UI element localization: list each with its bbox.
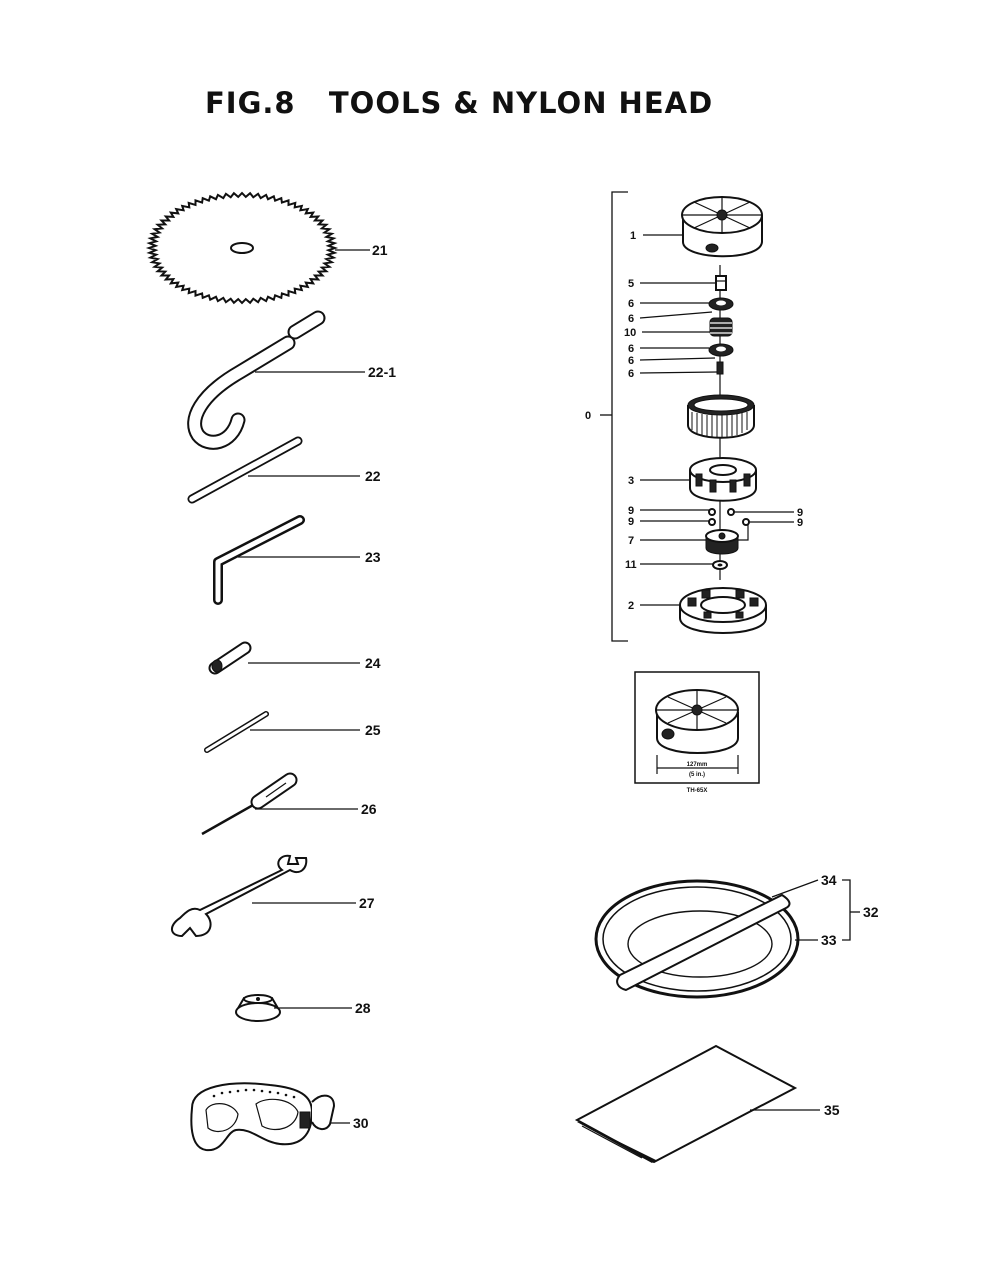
socket-tool xyxy=(208,641,252,675)
washer-lower xyxy=(708,343,734,357)
callout-23: 23 xyxy=(365,549,381,565)
callout-3: 3 xyxy=(628,475,634,487)
cap-nut xyxy=(235,994,281,1022)
callout-5: 5 xyxy=(628,278,634,290)
assembly-bracket xyxy=(600,191,628,642)
callout-22-1: 22-1 xyxy=(368,364,396,380)
callout-6d: 6 xyxy=(628,355,634,367)
handle-pipe xyxy=(187,310,326,450)
washer-top xyxy=(708,297,734,311)
callout-33: 33 xyxy=(821,932,837,948)
open-end-wrench xyxy=(171,854,308,938)
screwdriver xyxy=(201,772,298,836)
shaft xyxy=(716,361,724,375)
inset-dimension: 127mm xyxy=(687,762,708,768)
bracket-32 xyxy=(842,879,851,941)
callout-11: 11 xyxy=(625,559,637,571)
eyelet-block xyxy=(705,525,749,555)
callout-9a: 9 xyxy=(628,505,634,517)
inset-dimension-inches: (5 in.) xyxy=(689,772,705,778)
callout-2: 2 xyxy=(628,600,634,612)
callout-25: 25 xyxy=(365,722,381,738)
nylon-line-coil xyxy=(594,879,800,999)
rod xyxy=(187,436,303,504)
leader-6e xyxy=(639,371,718,374)
bolt xyxy=(715,275,727,291)
callout-9c: 9 xyxy=(797,507,803,519)
callout-7: 7 xyxy=(628,535,634,547)
spool-hub xyxy=(689,457,757,502)
spring xyxy=(709,317,733,337)
small-washer xyxy=(712,560,728,570)
callout-0: 0 xyxy=(585,410,591,422)
callout-28: 28 xyxy=(355,1000,371,1016)
leader-6b xyxy=(639,311,713,319)
callout-1: 1 xyxy=(630,230,636,242)
callout-10: 10 xyxy=(624,327,636,339)
nylon-head-cover xyxy=(681,196,763,258)
figure-title: FIG.8 TOOLS & NYLON HEAD xyxy=(205,86,714,120)
callout-22: 22 xyxy=(365,468,381,484)
callout-24: 24 xyxy=(365,655,381,671)
line-spool xyxy=(687,394,755,439)
parts-bag xyxy=(574,1044,798,1164)
safety-goggles xyxy=(190,1082,336,1152)
callout-32: 32 xyxy=(863,904,879,920)
callout-30: 30 xyxy=(353,1115,369,1131)
saw-blade xyxy=(145,191,339,305)
callout-9b: 9 xyxy=(628,516,634,528)
callout-35: 35 xyxy=(824,1102,840,1118)
leader-6d xyxy=(639,357,716,361)
callout-21: 21 xyxy=(372,242,388,258)
callout-27: 27 xyxy=(359,895,375,911)
callout-6a: 6 xyxy=(628,298,634,310)
callout-9d: 9 xyxy=(797,517,803,529)
callout-6c: 6 xyxy=(628,343,634,355)
leader-34 xyxy=(771,879,819,898)
inset-model: TH-65X xyxy=(687,788,708,794)
callout-6e: 6 xyxy=(628,368,634,380)
callout-6b: 6 xyxy=(628,313,634,325)
pin xyxy=(204,711,269,753)
hex-wrench xyxy=(213,515,305,605)
callout-26: 26 xyxy=(361,801,377,817)
assembled-head-inset: 127mm (5 in.) xyxy=(634,671,760,784)
callout-34: 34 xyxy=(821,872,837,888)
nylon-head-base xyxy=(679,587,767,634)
